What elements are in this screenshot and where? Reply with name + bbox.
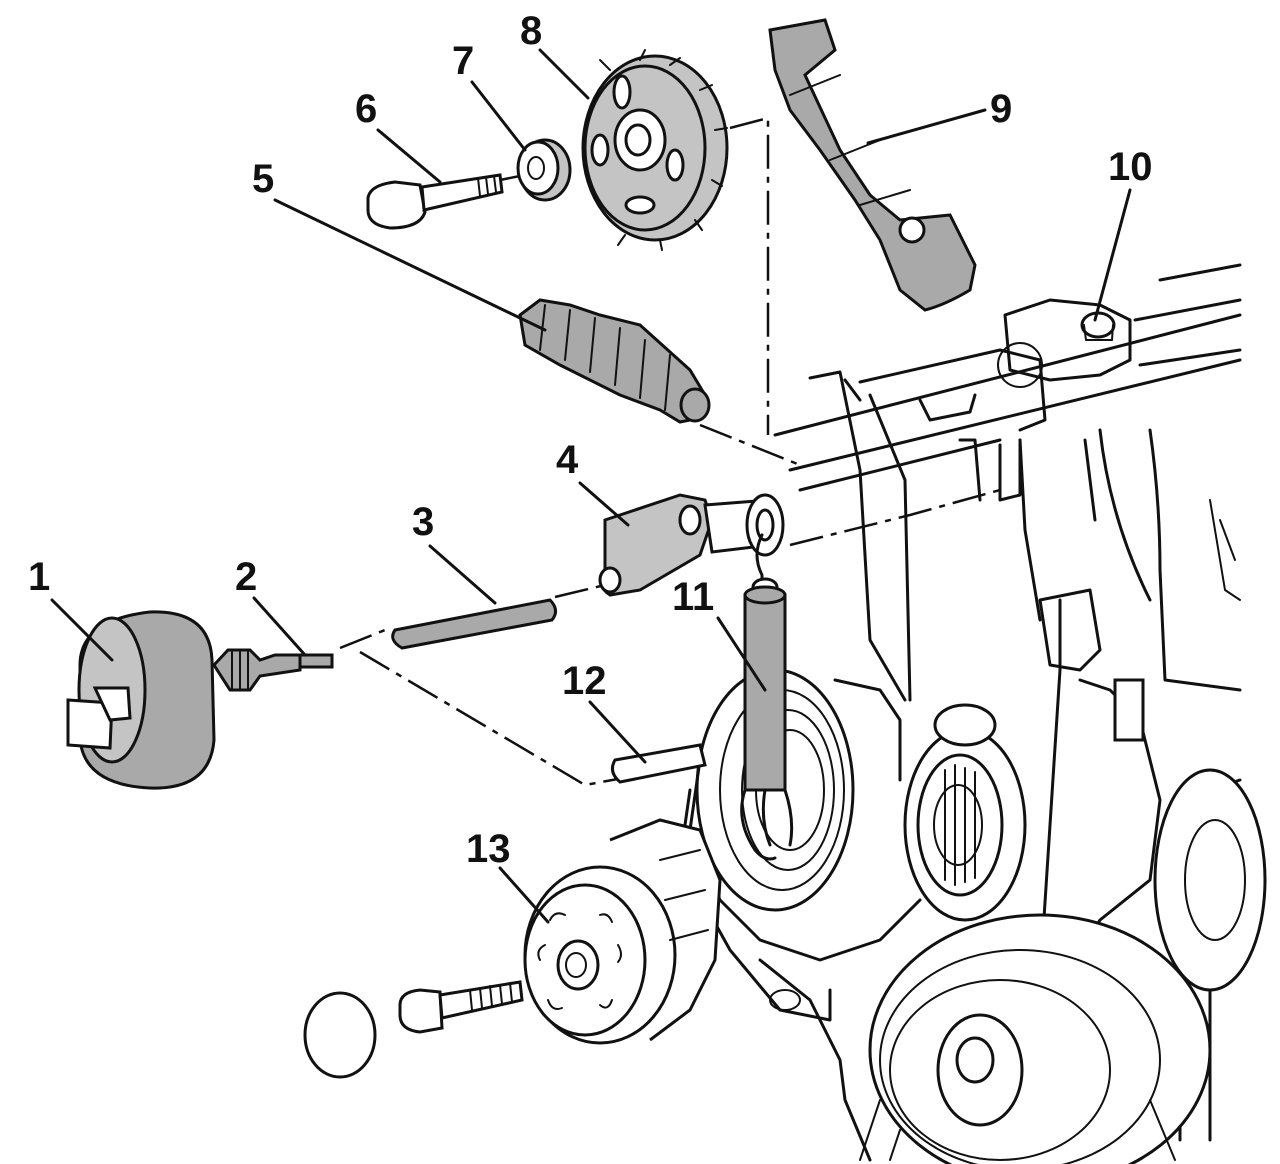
part-9-tube bbox=[768, 18, 977, 312]
part-6-bolt bbox=[366, 173, 504, 230]
callout-7: 7 bbox=[452, 39, 474, 83]
part-11-lever bbox=[740, 533, 794, 861]
part-10-bolt bbox=[1080, 311, 1116, 341]
callout-labels: 1 2 3 4 5 6 7 8 9 10 11 12 13 bbox=[28, 9, 1153, 871]
callout-11: 11 bbox=[672, 575, 714, 619]
leader-lines bbox=[50, 48, 1132, 924]
part-12-pin bbox=[610, 743, 707, 784]
callout-3: 3 bbox=[412, 500, 434, 544]
callout-9: 9 bbox=[990, 87, 1012, 131]
part-8-sprocket bbox=[581, 49, 729, 251]
callout-2: 2 bbox=[235, 555, 257, 599]
part-3-rod bbox=[391, 598, 557, 650]
tensioner-pulley bbox=[903, 703, 1027, 922]
callout-5: 5 bbox=[252, 157, 274, 201]
part-7-bushing bbox=[516, 138, 572, 202]
callout-1: 1 bbox=[28, 555, 50, 599]
callout-10: 10 bbox=[1108, 145, 1153, 189]
callout-4: 4 bbox=[556, 438, 579, 482]
pulley-bolt bbox=[398, 980, 524, 1034]
crank-pulley bbox=[688, 668, 922, 962]
callout-13: 13 bbox=[466, 827, 511, 871]
callout-6: 6 bbox=[355, 87, 377, 131]
part-13-pulley bbox=[523, 818, 722, 1045]
callout-12: 12 bbox=[562, 659, 607, 703]
pulley-cap bbox=[303, 991, 377, 1079]
part-5-sleeve bbox=[518, 298, 711, 424]
right-pulleys bbox=[859, 768, 1267, 1164]
callout-8: 8 bbox=[520, 9, 542, 53]
part-1-puller bbox=[66, 610, 334, 790]
